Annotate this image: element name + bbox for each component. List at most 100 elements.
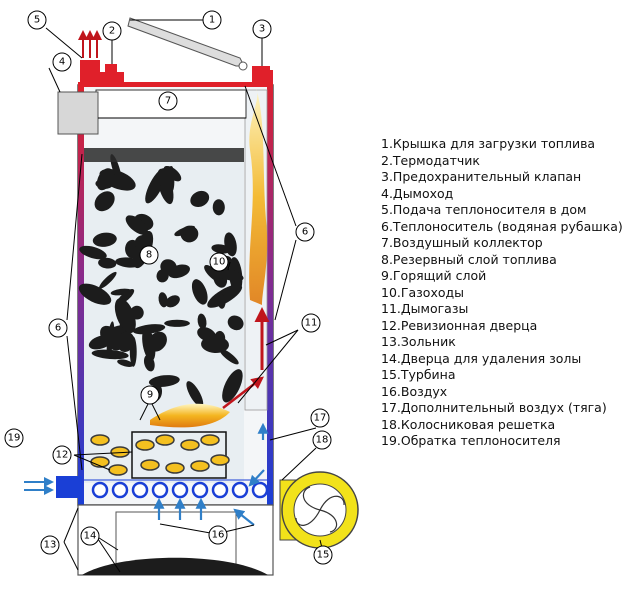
callout-9: 9	[140, 385, 160, 405]
fuel-piece	[142, 327, 156, 362]
turbine	[279, 471, 359, 549]
callout-12: 12	[52, 445, 72, 465]
callout-number: 12	[56, 450, 69, 461]
fuel-piece	[110, 288, 132, 296]
fuel-piece	[79, 245, 107, 260]
callout-number: 9	[147, 390, 153, 401]
fuel-piece	[197, 313, 207, 330]
callout-4: 4	[52, 52, 72, 72]
fuel-piece	[148, 375, 180, 387]
fuel-reserve-layer	[78, 154, 244, 407]
callout-number: 18	[316, 435, 329, 446]
burning-piece	[155, 434, 175, 446]
fuel-piece	[174, 225, 196, 237]
fuel-piece	[143, 354, 155, 372]
grate-bar	[251, 481, 269, 499]
burning-piece	[210, 454, 230, 466]
legend-item: 16.Воздух	[381, 383, 448, 399]
fuel-piece	[94, 191, 115, 212]
callout-10: 10	[209, 252, 229, 272]
air-arrows	[153, 422, 269, 526]
callout-15: 15	[313, 545, 333, 565]
legend-item: 6.Теплоноситель (водяная рубашка)	[381, 218, 623, 234]
callout-6: 6	[48, 318, 68, 338]
water-jacket-right	[267, 70, 273, 505]
fuel-piece	[166, 167, 175, 193]
callout-8: 8	[139, 245, 159, 265]
fuel-piece	[201, 335, 229, 354]
grate-bar	[151, 481, 169, 499]
callout-2: 2	[102, 21, 122, 41]
burning-piece	[190, 460, 210, 472]
fuel-piece	[132, 324, 166, 335]
legend-item: 17.Дополнительный воздух (тяга)	[381, 400, 607, 415]
legend-item: 19.Обратка теплоносителя	[381, 433, 561, 448]
callout-number: 19	[8, 433, 21, 444]
legend-item: 3.Предохранительный клапан	[381, 169, 582, 184]
callout-6: 6	[295, 222, 315, 242]
grate-bar	[91, 481, 109, 499]
burning-piece	[200, 434, 220, 446]
fuel-piece	[227, 315, 244, 331]
callout-number: 15	[317, 550, 330, 561]
grate-bar	[231, 481, 249, 499]
grate-bar	[211, 481, 229, 499]
fuel-piece	[191, 279, 208, 305]
safety-valve	[252, 66, 270, 82]
legend-item: 15.Турбина	[381, 367, 456, 382]
water-jacket-left	[78, 85, 84, 505]
legend-item: 12.Ревизионная дверца	[381, 317, 538, 333]
burning-layer	[90, 434, 230, 476]
grate	[91, 481, 269, 499]
chimney-box	[57, 91, 99, 135]
callout-number: 13	[44, 540, 57, 551]
hot-water-outlet	[80, 60, 100, 84]
fuel-piece	[130, 305, 144, 320]
hot-water-arrows	[78, 30, 102, 58]
legend-item: 4.Дымоход	[381, 185, 454, 201]
fuel-piece	[186, 381, 204, 407]
fuel-piece	[100, 325, 123, 351]
callout-number: 6	[302, 227, 308, 238]
fuel-piece	[219, 348, 239, 365]
callout-7: 7	[158, 91, 178, 111]
callout-number: 14	[84, 531, 97, 542]
callout-13: 13	[40, 535, 60, 555]
fuel-piece	[99, 271, 117, 289]
callout-number: 2	[109, 26, 115, 37]
fuel-piece	[211, 244, 231, 254]
legend-item: 5.Подача теплоносителя в дом	[381, 202, 587, 217]
fuel-piece	[92, 232, 117, 247]
grate-bar	[111, 481, 129, 499]
callout-number: 7	[165, 96, 171, 107]
fuel-piece	[145, 168, 167, 204]
legend-item: 1.Крышка для загрузки топлива	[381, 136, 596, 151]
fuel-piece	[156, 269, 169, 283]
burning-piece	[108, 464, 128, 476]
callout-number: 10	[213, 257, 226, 268]
fuel-piece	[165, 295, 180, 308]
legend-item: 7.Воздушный коллектор	[381, 235, 543, 250]
legend-item: 14.Дверца для удаления золы	[381, 350, 582, 366]
callout-number: 17	[314, 413, 327, 424]
callout-17: 17	[310, 408, 330, 428]
fuel-top-layer	[84, 148, 244, 162]
legend-item: 11.Дымогазы	[381, 301, 469, 316]
fuel-piece	[164, 319, 190, 327]
legend-item: 9.Горящий слой	[381, 268, 487, 283]
callout-number: 8	[146, 250, 152, 261]
grate-bar	[131, 481, 149, 499]
callout-5: 5	[27, 10, 47, 30]
callout-1: 1	[202, 10, 222, 30]
burning-piece	[90, 434, 110, 446]
fuel-piece	[158, 292, 168, 308]
loading-lid	[127, 17, 245, 67]
callout-16: 16	[208, 525, 228, 545]
legend-item: 8.Резервный слой топлива	[381, 251, 557, 267]
burning-flame	[150, 403, 230, 428]
fuel-piece	[190, 190, 210, 208]
water-jacket-top	[78, 82, 273, 87]
legend-item: 10.Газоходы	[381, 284, 465, 300]
